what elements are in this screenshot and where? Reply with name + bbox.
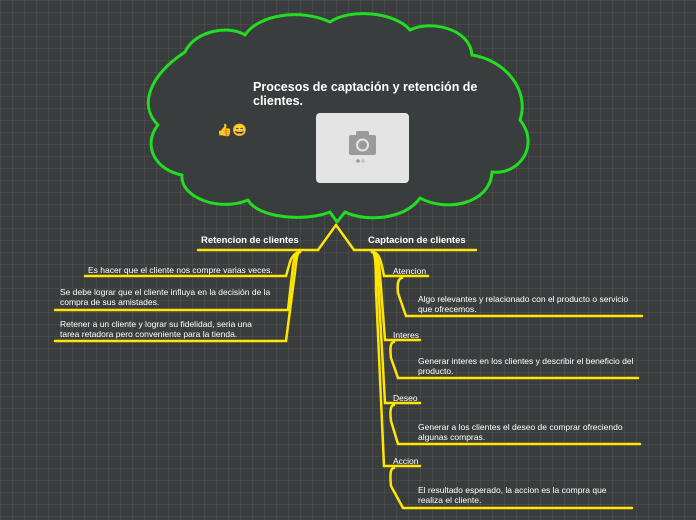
- stage-deseo-desc[interactable]: Generar a los clientes el deseo de compr…: [418, 422, 623, 442]
- stage-deseo[interactable]: Deseo: [393, 393, 418, 403]
- stage-accion-desc[interactable]: El resultado esperado, la accion es la c…: [418, 485, 607, 505]
- stage-atencion[interactable]: Atencion: [393, 266, 427, 276]
- connector-desc-accion: [389, 466, 634, 510]
- retencion-item-2[interactable]: Se debe lograr que el cliente influya en…: [60, 287, 271, 307]
- camera-icon: [349, 131, 376, 163]
- connector-right-accion: [370, 250, 422, 468]
- retencion-item-3[interactable]: Retener a un cliente y lograr su fidelid…: [60, 319, 252, 339]
- connector-desc-interes: [389, 340, 640, 380]
- root-title: Procesos de captación y retención de cli…: [253, 80, 478, 108]
- image-placeholder[interactable]: [316, 113, 409, 183]
- stage-interes-desc[interactable]: Generar interes en los clientes y descri…: [418, 356, 634, 376]
- connector-root-right: [334, 223, 478, 252]
- retencion-item-1[interactable]: Es hacer que el cliente nos compre varia…: [88, 265, 273, 275]
- stage-atencion-desc[interactable]: Algo relevantes y relacionado con el pro…: [418, 294, 629, 314]
- root-emoji: 👍😄: [217, 123, 247, 137]
- connector-desc-atencion: [396, 276, 644, 318]
- connector-root-left: [196, 223, 338, 252]
- branch-retencion[interactable]: Retencion de clientes: [201, 235, 299, 246]
- connector-left-3: [53, 250, 302, 343]
- stage-interes[interactable]: Interes: [393, 330, 419, 340]
- connector-desc-deseo: [389, 403, 642, 446]
- stage-accion[interactable]: Accion: [393, 456, 419, 466]
- branch-captacion[interactable]: Captacion de clientes: [368, 235, 466, 246]
